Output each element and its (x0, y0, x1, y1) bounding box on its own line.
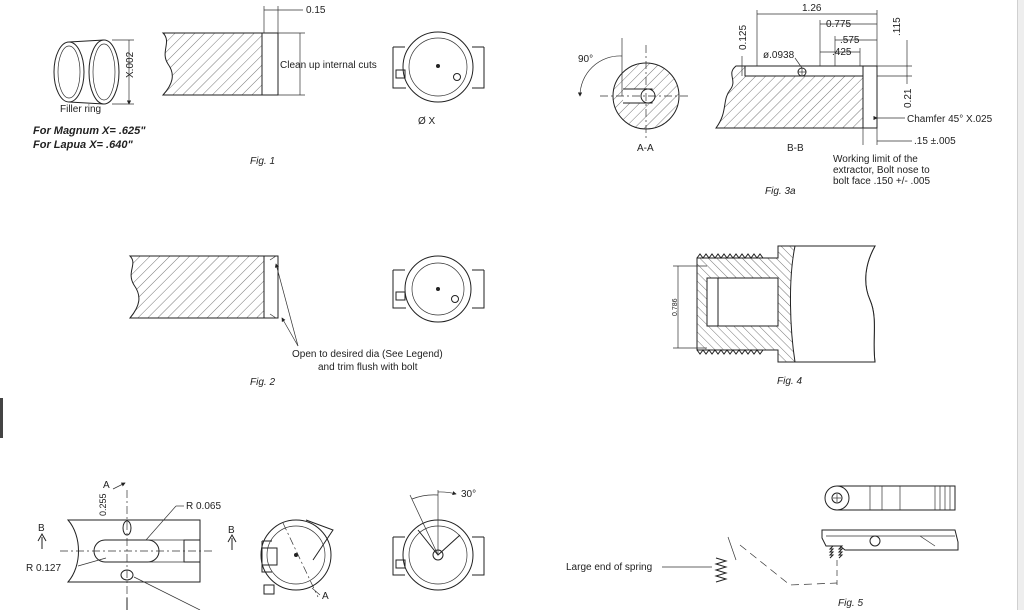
r-0-065-label: R 0.065 (186, 501, 221, 512)
fig5-title: Fig. 5 (838, 598, 863, 609)
fig2-group: Open to desired dia (See Legend) and tri… (128, 255, 485, 388)
chamfer-label: Chamfer 45° X.025 (907, 114, 993, 125)
fig4-title: Fig. 4 (777, 376, 802, 387)
extractor-side-view (821, 529, 959, 585)
ring-dimension-label: X.002 (125, 51, 136, 78)
working-limit-line1: Working limit of the (833, 154, 918, 165)
dim-575-label: .575 (840, 35, 860, 46)
large-end-spring-label: Large end of spring (566, 562, 652, 573)
fig1-bolt-face-recess (261, 32, 279, 96)
fig5-group: Large end of spring Fig. 5 (566, 485, 959, 609)
angle-30-label: 30° (461, 489, 476, 500)
extractor-slot-plan (66, 519, 201, 583)
extractor-top-view (824, 485, 956, 511)
window-left-edge-marker (0, 398, 3, 438)
fig2-note-line2: and trim flush with bolt (318, 362, 418, 373)
filler-ring-label: Filler ring (60, 104, 101, 115)
dim-0-775-label: 0.775 (826, 19, 851, 30)
fig3a-title: Fig. 3a (765, 186, 796, 197)
bottom-left-group: A 0.255 R 0.065 B B R 0.127 A (26, 480, 485, 611)
dim-0938-label: ø.0938 (763, 50, 795, 61)
fig1-bolt-face-view (392, 31, 485, 103)
fig2-bolt-section (128, 255, 279, 319)
dim-0-786-label: 0.786 (672, 298, 679, 316)
dim-0-125-label: 0.125 (738, 25, 749, 50)
working-limit-line3: bolt face .150 +/- .005 (833, 176, 930, 187)
angle-90-label: 90° (578, 54, 593, 65)
dim-0-21-label: 0.21 (903, 88, 914, 108)
section-a-a-label: A-A (637, 143, 654, 154)
fig1-group: X.002 Filler ring For Magnum X= .625" Fo… (33, 5, 485, 167)
lapua-note: For Lapua X= .640" (33, 139, 133, 151)
fig3a-group: 90° A-A B-B 1.26 0.775 .575 .425 0.125 ø… (577, 3, 993, 197)
dim-1-26-label: 1.26 (802, 3, 822, 14)
fig1-title: Fig. 1 (250, 156, 275, 167)
dim-0-255-label: 0.255 (98, 493, 108, 516)
section-b-b-label: B-B (787, 143, 804, 154)
label-b-right: B (228, 525, 235, 536)
fig1-bolt-section (161, 32, 279, 96)
label-b-left: B (38, 523, 45, 534)
window-right-edge (1017, 0, 1024, 610)
working-limit-line2: extractor, Bolt nose to (833, 165, 930, 176)
dim-425-label: .425 (832, 47, 852, 58)
fig2-note-line1: Open to desired dia (See Legend) (292, 349, 443, 360)
section-b-b-drawing (715, 65, 864, 129)
r-0-127-label: R 0.127 (26, 563, 61, 574)
label-a-top: A (103, 480, 110, 491)
extractor-spring (714, 536, 838, 586)
fig2-title: Fig. 2 (250, 377, 275, 388)
fig4-group: 0.786 Fig. 4 (672, 245, 876, 387)
bolt-end-view-slot (260, 519, 334, 598)
dim-115-label: .115 (892, 17, 903, 36)
label-a-bottom: A (322, 591, 329, 602)
magnum-note: For Magnum X= .625" (33, 125, 146, 137)
clean-up-label: Clean up internal cuts (280, 60, 377, 71)
dim-0-15-label: 0.15 (306, 5, 326, 16)
fig2-bolt-face-view (392, 255, 485, 323)
diameter-x-label: Ø X (418, 116, 436, 127)
dim-015-005-label: .15 ±.005 (914, 136, 956, 147)
bolt-face-30deg-view (392, 490, 485, 591)
filler-ring-drawing (53, 39, 134, 105)
